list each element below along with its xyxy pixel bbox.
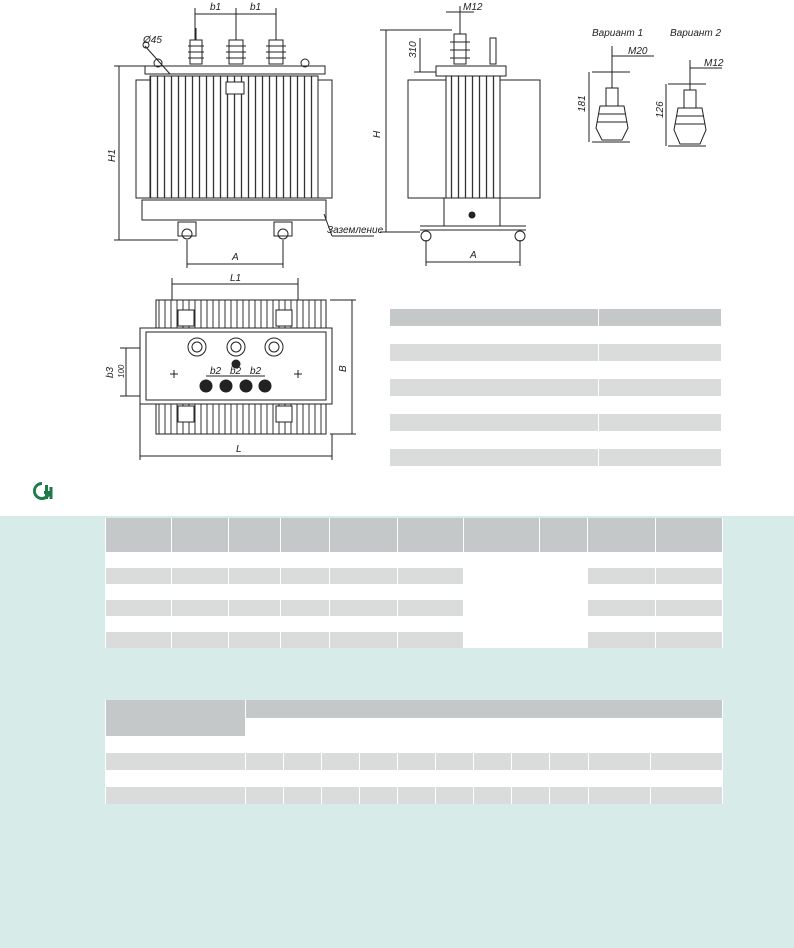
dimensions-table: [390, 308, 721, 466]
table-cell: [598, 308, 721, 326]
table-header-cell: [280, 518, 330, 552]
table-cell: [390, 448, 599, 466]
table-row: [105, 568, 723, 584]
hv-bushing-2: [226, 28, 246, 65]
table-cell: [390, 360, 599, 379]
front-view: [114, 8, 374, 268]
variant1-thread: M20: [628, 46, 648, 57]
table-cell: [390, 308, 599, 326]
variant1-title: Вариант 1: [592, 28, 643, 39]
table-cell: [598, 413, 721, 431]
hv-bushing-3: [266, 28, 286, 65]
table-cell: [390, 378, 599, 396]
specs-table-2: [104, 700, 724, 804]
table-row: [105, 616, 723, 632]
dim-b1-right: b1: [250, 2, 261, 13]
table-header-row: [106, 718, 724, 736]
table-cell: [598, 378, 721, 396]
table-row: [105, 552, 723, 568]
dim-a-side: A: [469, 250, 477, 261]
table-row: [105, 584, 723, 600]
table-header-cell: [587, 518, 656, 552]
table-header-cell: [105, 518, 172, 552]
dim-h1: H1: [107, 149, 118, 162]
table-row: [104, 770, 724, 787]
bushing-variant-2: [665, 60, 722, 147]
variant2-title: Вариант 2: [670, 28, 722, 39]
table-cell: [598, 448, 721, 466]
table-cell: [598, 360, 721, 379]
dim-b2-b: b2: [230, 366, 242, 377]
ground-label: Заземление: [327, 225, 384, 236]
table-header-cell: [244, 700, 724, 718]
table-row: [105, 632, 723, 648]
table-row: [104, 736, 724, 753]
table-header-cell: [171, 518, 229, 552]
table-row: [105, 753, 724, 770]
dim-a-front: A: [231, 252, 239, 263]
table-cell: [390, 343, 599, 361]
table-cell: [598, 395, 721, 414]
technical-drawing: b1 b1 Ø45 H1 A Заземление M12 310: [105, 2, 724, 460]
dim-diameter: Ø45: [142, 35, 162, 46]
table-header-cell: [228, 518, 281, 552]
table-cell: [598, 343, 721, 361]
hv-bushing-1: [188, 28, 204, 65]
table-header-cell: [329, 518, 398, 552]
dim-l1: L1: [230, 273, 241, 284]
dim-b2-c: b2: [250, 366, 262, 377]
table-cell: [598, 430, 721, 449]
dim-b3: b3: [105, 366, 116, 378]
specs-table-1: [105, 518, 723, 648]
table-header-cell: [655, 518, 723, 552]
table-header-cell: [397, 518, 464, 552]
variant2-thread: M12: [704, 58, 724, 69]
table-cell: [390, 395, 599, 414]
dim-310: 310: [408, 41, 419, 58]
table-header-cell: [463, 518, 540, 552]
side-view: [380, 6, 541, 266]
table-row: [105, 600, 723, 616]
table-cell: [390, 413, 599, 431]
table-header-cell: [539, 518, 588, 552]
dim-b: B: [338, 365, 349, 372]
dim-l: L: [236, 444, 242, 455]
table-cell: [598, 325, 721, 344]
dim-h-side: H: [372, 130, 383, 138]
dim-m12-side: M12: [463, 2, 483, 13]
table-row: [105, 787, 724, 804]
variant2-height: 126: [655, 101, 666, 118]
table-cell: [390, 430, 599, 449]
dim-100: 100: [117, 364, 126, 378]
plan-view: [120, 278, 356, 460]
table-cell: [390, 325, 599, 344]
company-logo: [33, 482, 53, 500]
dim-b1-left: b1: [210, 2, 221, 13]
variant1-height: 181: [577, 95, 588, 112]
bushing-variant-1: [588, 46, 654, 143]
dim-b2-a: b2: [210, 366, 222, 377]
table-header-cell: [105, 700, 246, 736]
